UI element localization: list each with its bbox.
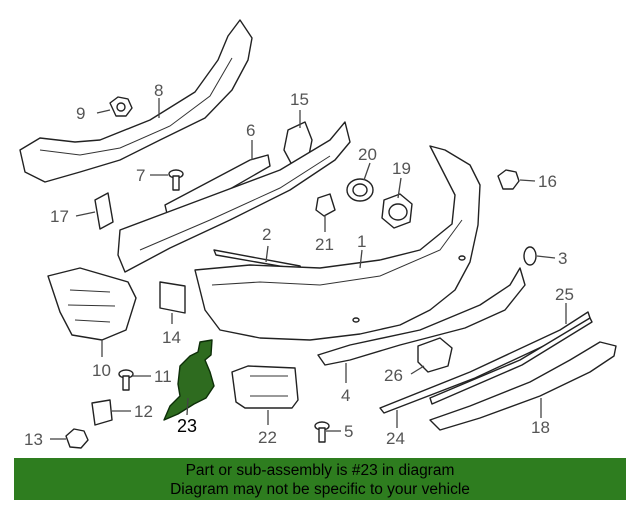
callout-3: 3 — [558, 249, 567, 268]
callout-23: 23 — [177, 416, 197, 436]
banner-line-1: Part or sub-assembly is #23 in diagram — [185, 462, 455, 479]
part-3-clip[interactable] — [523, 246, 537, 266]
callout-17: 17 — [50, 207, 69, 226]
callout-24: 24 — [386, 429, 405, 448]
part-17-plate[interactable] — [94, 192, 114, 230]
callout-25: 25 — [555, 285, 574, 304]
part-25-trim[interactable] — [379, 311, 591, 414]
part-10-side-bracket[interactable] — [47, 267, 137, 341]
part-5-screw[interactable] — [314, 421, 330, 443]
callout-6: 6 — [246, 121, 255, 140]
part-1-bumper-cover[interactable] — [194, 145, 481, 341]
part-7-screw[interactable] — [168, 169, 184, 191]
callout-22: 22 — [258, 428, 277, 447]
callout-14: 14 — [162, 328, 181, 347]
info-banner: Part or sub-assembly is #23 in diagram D… — [14, 458, 626, 500]
part-16-nut[interactable] — [497, 169, 520, 190]
part-19-sensor[interactable] — [381, 193, 413, 229]
callout-12: 12 — [134, 402, 153, 421]
callout-19: 19 — [392, 159, 411, 178]
callout-1: 1 — [357, 232, 366, 251]
callout-20: 20 — [358, 145, 377, 164]
callout-21: 21 — [315, 235, 334, 254]
part-18-lower-trim[interactable] — [429, 341, 617, 431]
part-20-grommet[interactable] — [346, 178, 374, 202]
part-23-highlighted-bracket[interactable] — [163, 339, 215, 421]
callout-2: 2 — [262, 225, 271, 244]
callout-16: 16 — [538, 172, 557, 191]
part-8-reinforcement[interactable] — [19, 19, 253, 183]
part-4-diffuser[interactable] — [317, 267, 526, 366]
part-24-trim[interactable] — [429, 317, 593, 405]
callout-26: 26 — [384, 366, 403, 385]
callout-labels: 8 9 6 7 17 15 20 19 21 16 2 1 3 14 4 10 … — [24, 81, 574, 449]
part-carrier-beam[interactable] — [117, 121, 351, 273]
part-13-nut[interactable] — [65, 428, 89, 449]
callout-11: 11 — [154, 367, 172, 386]
callout-7: 7 — [136, 166, 145, 185]
leader-lines — [50, 98, 567, 440]
part-9-nut[interactable] — [109, 96, 133, 117]
callout-13: 13 — [24, 430, 43, 449]
callout-10: 10 — [92, 361, 111, 380]
part-22-module[interactable] — [231, 365, 299, 409]
callout-5: 5 — [344, 422, 353, 441]
callout-15: 15 — [290, 90, 309, 109]
callout-9: 9 — [76, 104, 85, 123]
callout-4: 4 — [341, 386, 350, 405]
part-11-screw[interactable] — [118, 369, 134, 391]
part-14-plate[interactable] — [159, 281, 186, 314]
part-21-clip[interactable] — [315, 193, 336, 217]
part-12-clip[interactable] — [91, 399, 113, 426]
exploded-view: 8 9 6 7 17 15 20 19 21 16 2 1 3 14 4 10 … — [19, 19, 617, 449]
callout-18: 18 — [531, 418, 550, 437]
banner-line-2: Diagram may not be specific to your vehi… — [170, 481, 470, 498]
part-26-bracket[interactable] — [417, 337, 453, 373]
callout-8: 8 — [154, 81, 163, 100]
